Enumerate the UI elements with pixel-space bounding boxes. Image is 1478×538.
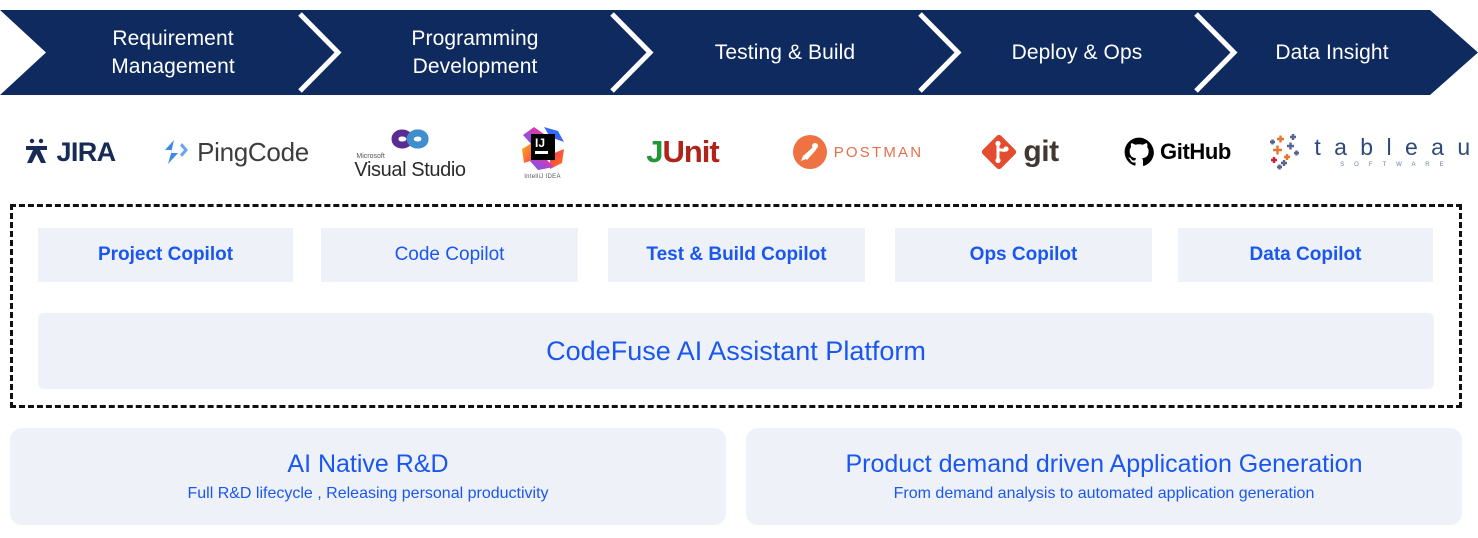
outcome-card-ai-native-rd[interactable]: AI Native R&D Full R&D lifecycle , Relea… — [10, 428, 726, 525]
intellij-idea-icon: IJ — [521, 126, 564, 170]
visual-studio-infinity-icon — [391, 129, 429, 148]
tool-logo-strip: JIRA PingCode Microsoft Visual Studi — [0, 112, 1478, 192]
tableau-wordmark: t a b l e a u — [1314, 134, 1474, 160]
tool-logo-intellij-idea[interactable]: IJ IntelliJ IDEA — [490, 112, 595, 192]
junit-wordmark-j: J — [646, 134, 663, 169]
outcome-subtitle: From demand analysis to automated applic… — [893, 485, 1315, 502]
tool-logo-junit[interactable]: JUnit — [595, 112, 770, 192]
tool-logo-github[interactable]: GitHub — [1095, 112, 1260, 192]
pipeline-banner: Requirement Management Programming Devel… — [0, 10, 1478, 95]
github-wordmark: GitHub — [1160, 139, 1231, 164]
copilot-card-project[interactable]: Project Copilot — [38, 228, 293, 282]
copilot-label: Project Copilot — [97, 244, 234, 265]
platform-label: CodeFuse AI Assistant Platform — [546, 335, 926, 366]
outcome-title: AI Native R&D — [287, 450, 449, 478]
copilot-card-data[interactable]: Data Copilot — [1178, 228, 1433, 282]
git-wordmark: git — [1023, 135, 1059, 168]
tool-logo-visual-studio[interactable]: Microsoft Visual Studio — [330, 112, 490, 192]
outcome-subtitle: Full R&D lifecycle , Releasing personal … — [187, 485, 549, 502]
visual-studio-microsoft-label: Microsoft — [356, 152, 385, 160]
copilot-card-code[interactable]: Code Copilot — [321, 228, 578, 282]
postman-wordmark: POSTMAN — [833, 143, 924, 161]
tool-logo-pingcode[interactable]: PingCode — [140, 112, 330, 192]
copilot-card-test-build[interactable]: Test & Build Copilot — [608, 228, 865, 282]
intellij-idea-caption: IntelliJ IDEA — [524, 173, 561, 180]
copilot-label: Ops Copilot — [969, 244, 1078, 265]
github-icon — [1124, 137, 1154, 166]
copilot-row: Project Copilot Code Copilot Test & Buil… — [10, 228, 1462, 282]
tableau-software-label: S O F T W A R E — [1340, 162, 1448, 168]
codefuse-platform-container — [10, 204, 1462, 408]
pingcode-icon — [165, 140, 189, 164]
visual-studio-wordmark: Visual Studio — [354, 158, 466, 181]
tableau-plus-cluster-icon — [1270, 134, 1300, 170]
outcome-card-product-demand-driven[interactable]: Product demand driven Application Genera… — [746, 428, 1462, 525]
copilot-label: Test & Build Copilot — [646, 244, 827, 265]
tool-logo-postman[interactable]: POSTMAN — [770, 112, 945, 192]
tool-logo-git[interactable]: git — [945, 112, 1095, 192]
outcome-title: Product demand driven Application Genera… — [845, 450, 1363, 478]
copilot-label: Data Copilot — [1249, 244, 1362, 265]
pingcode-wordmark: PingCode — [197, 136, 309, 167]
svg-text:IJ: IJ — [535, 136, 545, 150]
jira-wordmark: JIRA — [56, 136, 116, 167]
codefuse-platform-bar[interactable]: CodeFuse AI Assistant Platform — [38, 313, 1434, 389]
copilot-label: Code Copilot — [394, 244, 505, 265]
copilot-card-ops[interactable]: Ops Copilot — [895, 228, 1152, 282]
jira-icon — [26, 138, 48, 163]
junit-wordmark-unit: Unit — [662, 134, 719, 169]
tool-logo-jira[interactable]: JIRA — [0, 112, 140, 192]
git-icon — [982, 134, 1017, 170]
postman-icon — [792, 135, 827, 169]
tool-logo-tableau[interactable]: t a b l e a u S O F T W A R E — [1260, 112, 1478, 192]
